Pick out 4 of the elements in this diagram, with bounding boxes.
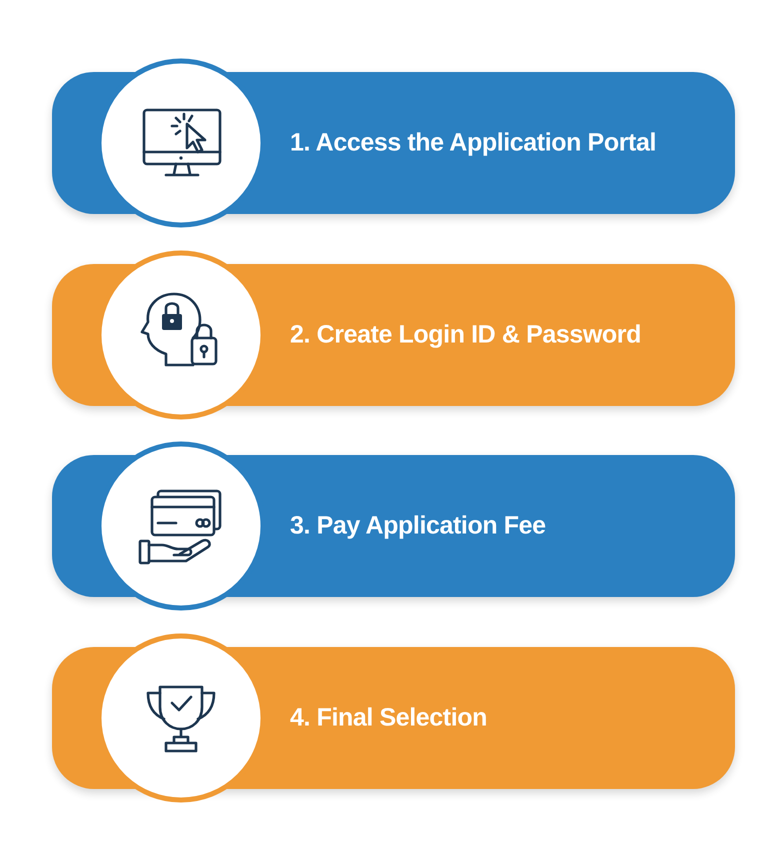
step-label: 2. Create Login ID & Password <box>290 320 641 350</box>
step-label: 1. Access the Application Portal <box>290 128 656 158</box>
step-label: 4. Final Selection <box>290 704 488 732</box>
step-label: 3. Pay Application Fee <box>290 512 546 540</box>
